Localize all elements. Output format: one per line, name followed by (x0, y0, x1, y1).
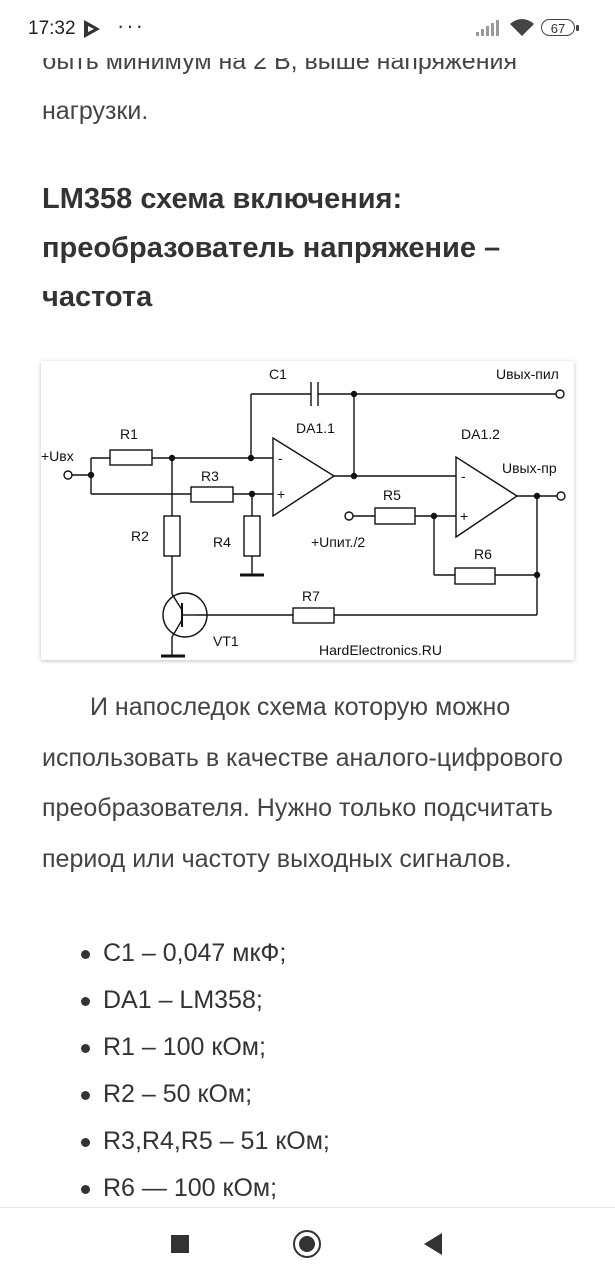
home-circle-icon[interactable] (293, 1230, 321, 1258)
transistor-vt1 (162, 592, 208, 638)
wifi-icon (509, 18, 535, 43)
body-paragraph: И напоследок схема которую можно использ… (42, 693, 563, 873)
list-item: DA1 – LM358; (42, 977, 582, 1024)
list-item: C1 – 0,047 мкФ; (42, 930, 582, 977)
resistor-r7 (292, 607, 335, 624)
bullet-icon (81, 997, 90, 1006)
label-r6: R6 (474, 546, 492, 562)
label-da1-2: DA1.2 (461, 426, 500, 442)
signal-icon (476, 20, 500, 41)
list-item: R6 — 100 кОм; (42, 1165, 582, 1205)
list-item: R1 – 100 кОм; (42, 1024, 582, 1071)
opamp-da1-1 (272, 436, 336, 518)
resistor-r2 (163, 515, 181, 557)
resistor-r6 (454, 567, 496, 585)
label-minus-da1-1: - (278, 450, 283, 466)
label-da1-1: DA1.1 (296, 420, 335, 436)
label-r3: R3 (201, 468, 219, 484)
bullet-icon (81, 1138, 90, 1147)
bullet-icon (81, 1091, 90, 1100)
label-uout-rect: Uвых-пр (502, 460, 557, 476)
list-item-text: DA1 – LM358; (103, 986, 263, 1014)
label-r2: R2 (131, 528, 149, 544)
label-r7: R7 (302, 588, 320, 604)
more-dots-icon: ··· (117, 13, 145, 38)
label-usupply: +Uпит./2 (311, 534, 365, 550)
label-plus-da1-1: + (277, 486, 285, 502)
opamp-da1-2 (455, 455, 519, 539)
bullet-icon (81, 950, 90, 959)
section-heading: LM358 схема включения: преобразователь н… (42, 183, 501, 313)
resistor-r1 (109, 449, 153, 466)
play-icon (82, 19, 102, 44)
label-uout-saw: Uвых-пил (496, 366, 559, 382)
list-item-text: R2 – 50 кОм; (103, 1080, 253, 1108)
status-bar: 17:32 ··· 67 (0, 0, 615, 58)
resistor-r5 (374, 507, 416, 525)
article-content: быть минимум на 2 В, выше напряжения наг… (41, 47, 582, 1205)
label-c1: C1 (269, 366, 287, 382)
label-watermark: HardElectronics.RU (319, 642, 442, 658)
bullet-icon (81, 1185, 90, 1194)
list-item: R2 – 50 кОм; (42, 1071, 582, 1118)
circuit-svg: C1 Uвых-пил DA1.1 DA1.2 R1 +Uвх Uвых-пр … (41, 366, 566, 658)
list-item-text: R3,R4,R5 – 51 кОм; (103, 1127, 330, 1155)
list-item: R3,R4,R5 – 51 кОм; (42, 1118, 582, 1165)
recents-square-icon[interactable] (171, 1235, 189, 1253)
label-minus-da1-2: - (461, 468, 466, 484)
resistor-r3 (190, 486, 234, 503)
label-r1: R1 (120, 426, 138, 442)
list-item-text: R6 — 100 кОм; (103, 1174, 278, 1202)
label-uin: +Uвх (41, 448, 74, 464)
list-item-text: R1 – 100 кОм; (103, 1033, 266, 1061)
label-r4: R4 (213, 534, 231, 550)
circuit-diagram[interactable]: C1 Uвых-пил DA1.1 DA1.2 R1 +Uвх Uвых-пр … (41, 361, 574, 660)
label-plus-da1-2: + (460, 508, 468, 524)
back-triangle-icon[interactable] (424, 1233, 442, 1255)
status-time: 17:32 (28, 18, 76, 39)
navigation-bar (0, 1207, 615, 1281)
resistor-r4 (243, 515, 261, 557)
battery-icon: 67 (541, 19, 579, 36)
bullet-icon (81, 1044, 90, 1053)
label-r5: R5 (383, 487, 401, 503)
components-list: C1 – 0,047 мкФ; DA1 – LM358; R1 – 100 кО… (42, 930, 582, 1205)
list-item-text: C1 – 0,047 мкФ; (103, 939, 287, 967)
label-vt1: VT1 (213, 633, 239, 649)
